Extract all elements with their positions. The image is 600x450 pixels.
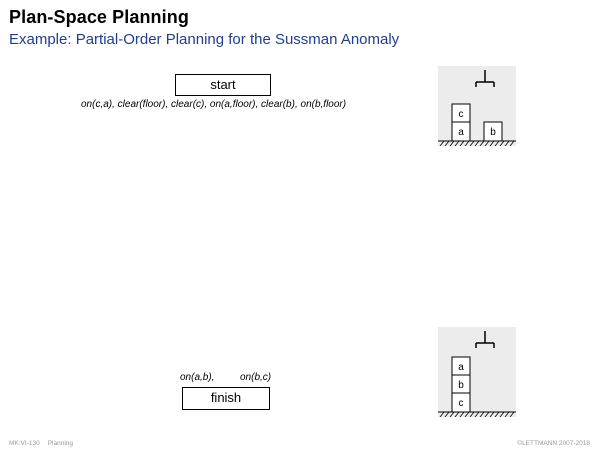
block-a: a <box>451 356 471 376</box>
page-subtitle: Example: Partial-Order Planning for the … <box>9 31 400 48</box>
block-c: c <box>451 103 471 123</box>
robot-arm-icon <box>475 70 495 87</box>
footer-copyright: ©LETTMANN 2007-2018 <box>517 440 590 447</box>
svg-text:b: b <box>490 127 496 138</box>
page-title: Plan-Space Planning <box>9 7 189 27</box>
footer-slide-info: MK:VI-130 Planning <box>9 440 73 447</box>
floor-hatch <box>438 411 516 417</box>
svg-text:a: a <box>458 362 464 373</box>
finish-precondition-on-b-c: on(b,c) <box>240 372 272 383</box>
block-c: c <box>451 392 471 413</box>
footer-section: Planning <box>47 440 74 447</box>
start-step-box: start <box>175 74 271 96</box>
finish-precondition-on-a-b: on(a,b), <box>180 372 215 383</box>
robot-arm-icon <box>475 331 495 348</box>
svg-text:b: b <box>458 380 464 391</box>
block-b: b <box>451 374 471 394</box>
svg-text:c: c <box>459 109 464 120</box>
initial-state-diagram: c a b <box>438 66 516 146</box>
footer-slide-id: MK:VI-130 <box>9 440 40 447</box>
floor-hatch <box>438 140 516 146</box>
goal-state-diagram: a b c <box>438 327 516 417</box>
finish-step-box: finish <box>182 387 270 410</box>
svg-text:c: c <box>459 398 464 409</box>
block-b: b <box>483 121 503 142</box>
block-a: a <box>451 121 471 142</box>
start-effects-text: on(c,a), clear(floor), clear(c), on(a,fl… <box>81 99 347 110</box>
svg-text:a: a <box>458 127 464 138</box>
